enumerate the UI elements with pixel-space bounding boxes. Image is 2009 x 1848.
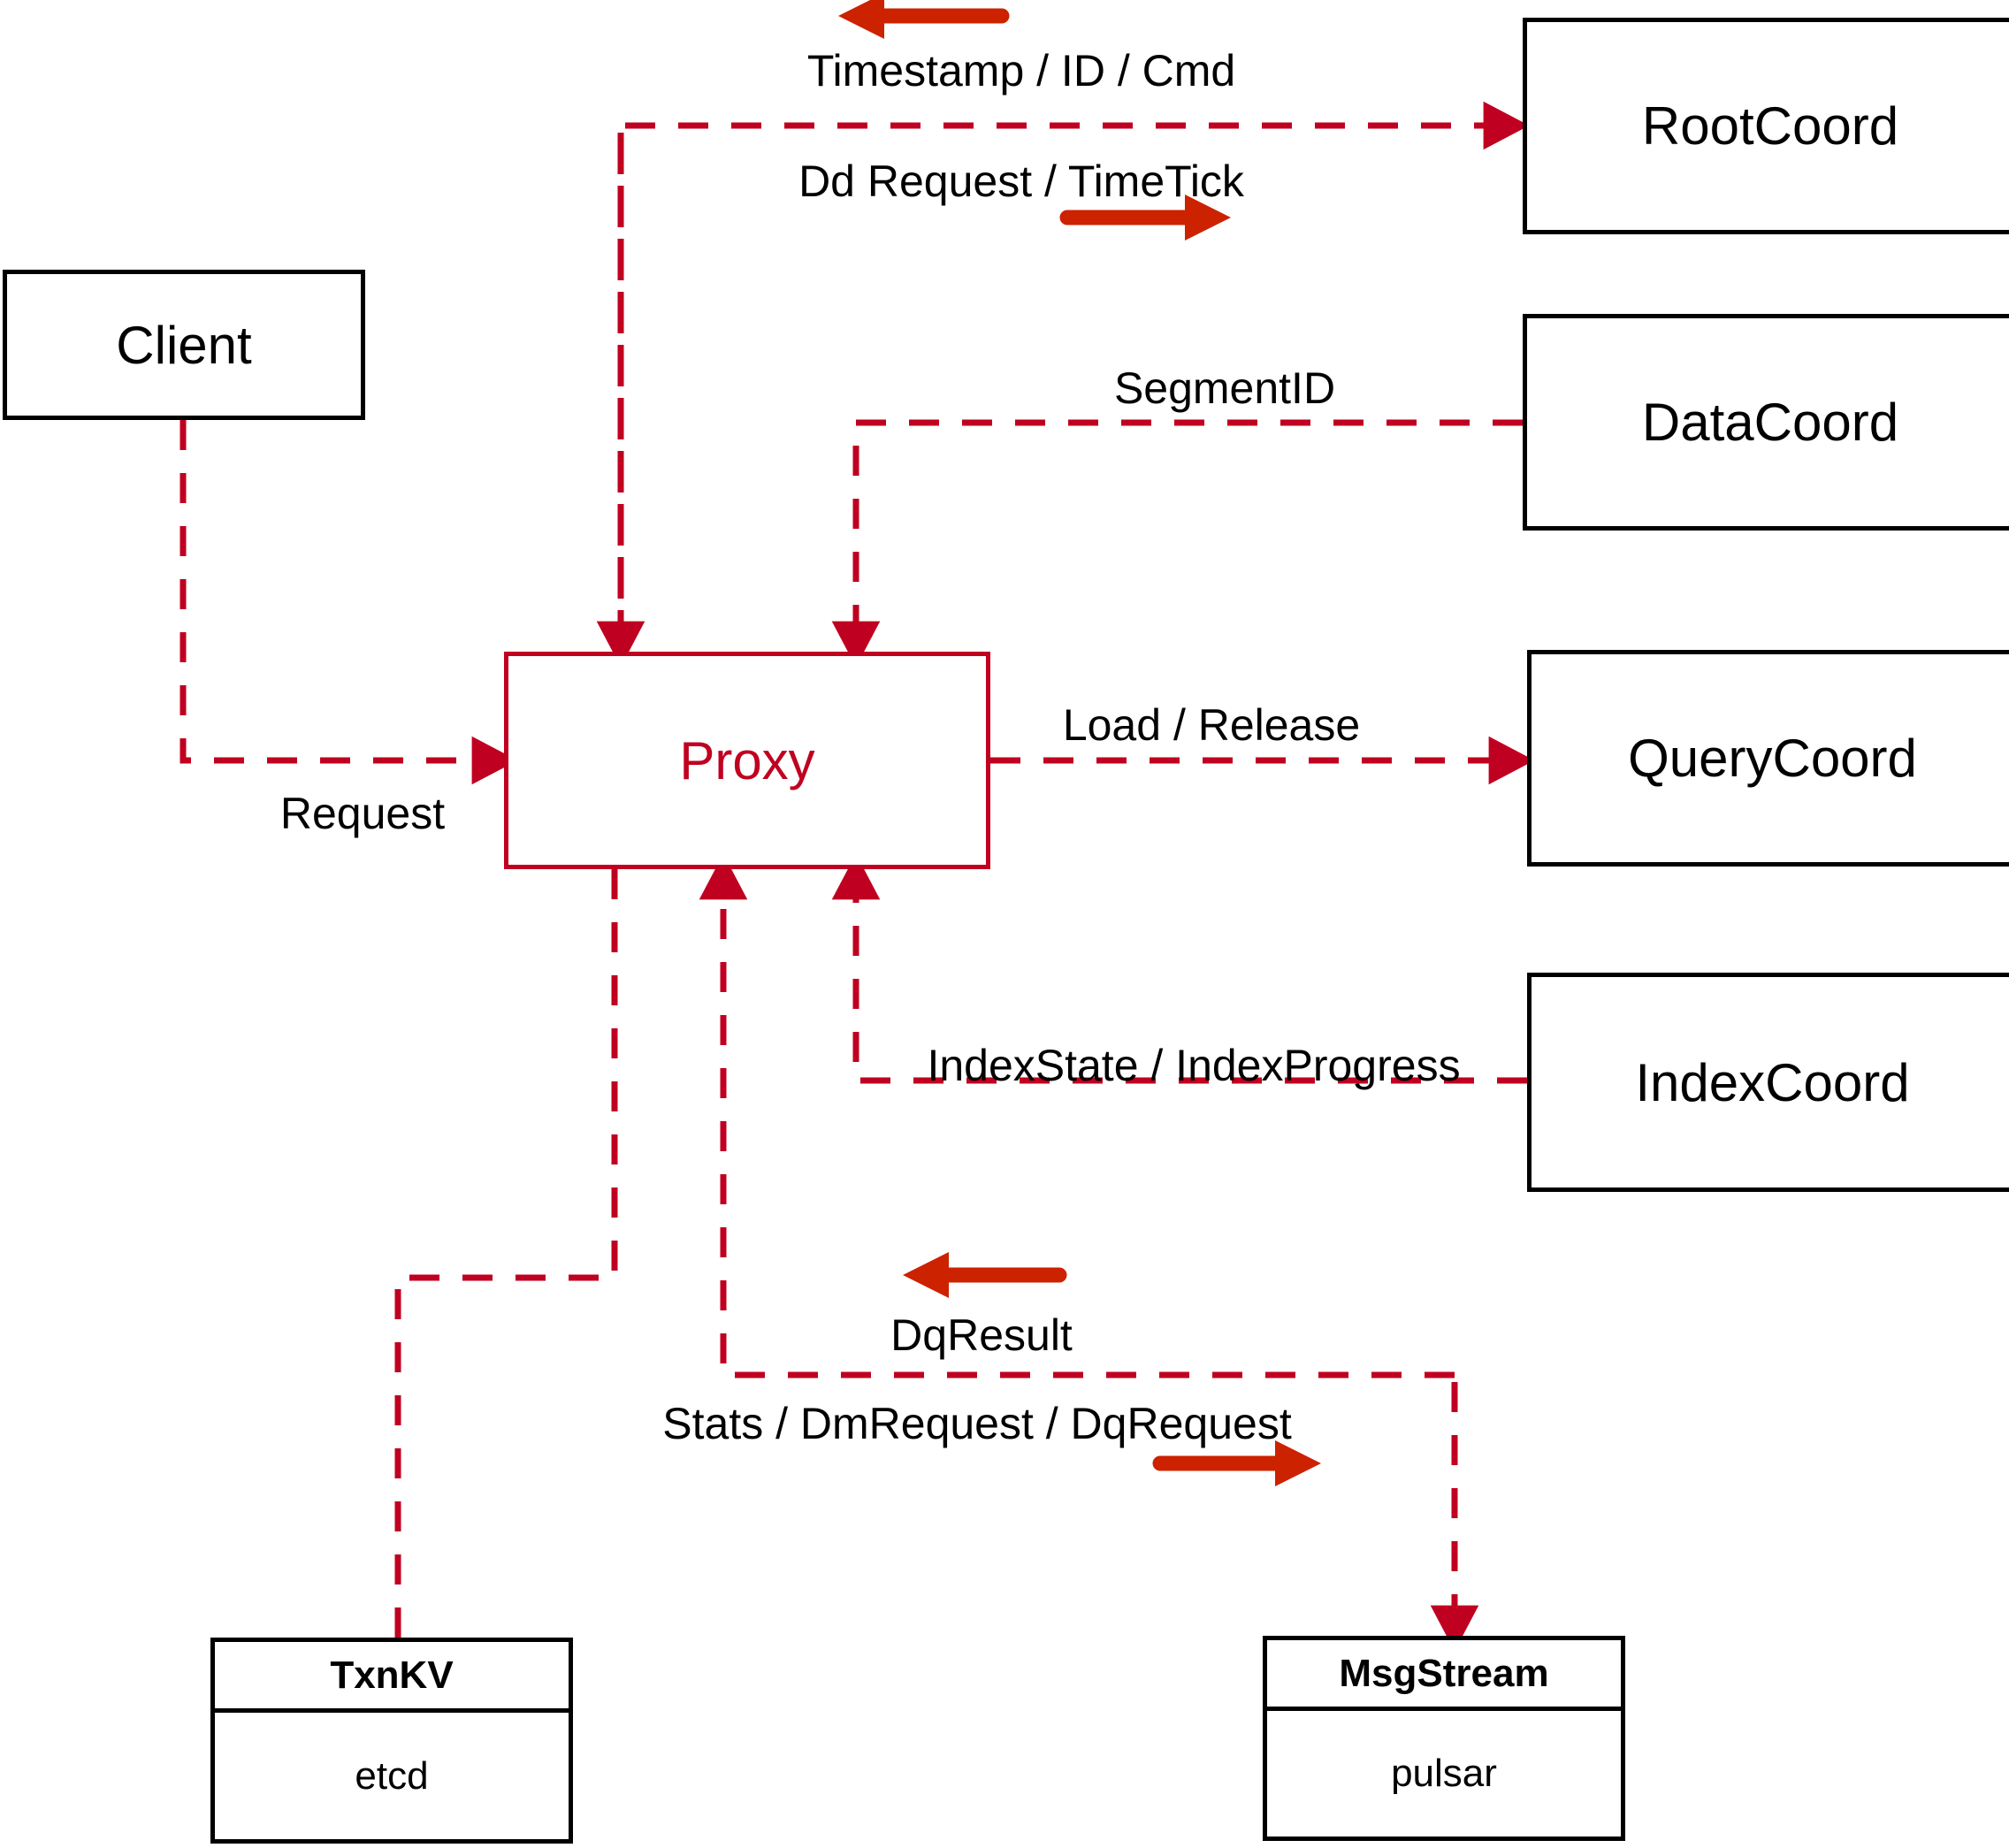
node-querycoord-label: QueryCoord <box>1628 729 1917 788</box>
edge-client-to-proxy <box>180 420 518 785</box>
node-msgstream-body: pulsar <box>1267 1711 1621 1837</box>
node-msgstream-title: MsgStream <box>1339 1651 1549 1695</box>
node-proxy[interactable]: Proxy <box>504 652 990 869</box>
node-txnkv-impl: etcd <box>355 1753 429 1798</box>
node-txnkv-title: TxnKV <box>330 1653 454 1697</box>
node-msgstream[interactable]: MsgStream pulsar <box>1263 1636 1625 1841</box>
node-txnkv[interactable]: TxnKV etcd <box>210 1638 573 1844</box>
node-rootcoord[interactable]: RootCoord <box>1523 18 2009 234</box>
node-client-label: Client <box>116 315 252 375</box>
node-msgstream-header: MsgStream <box>1267 1640 1621 1711</box>
node-txnkv-header: TxnKV <box>215 1642 569 1713</box>
edge-label-segment-id: SegmentID <box>1113 363 1336 413</box>
node-msgstream-impl: pulsar <box>1391 1752 1497 1795</box>
edge-label-timestamp-id-cmd: Timestamp / ID / Cmd <box>806 46 1236 95</box>
edge-label-request: Request <box>279 789 446 838</box>
direction-arrow-ddrequest-right <box>1059 195 1231 241</box>
node-datacoord[interactable]: DataCoord <box>1523 314 2009 531</box>
node-client[interactable]: Client <box>3 270 365 420</box>
edge-datacoord-to-proxy <box>831 419 1523 668</box>
direction-arrow-dqresult-left <box>903 1252 1067 1298</box>
edge-label-load-release: Load / Release <box>1062 700 1361 750</box>
edge-proxy-to-txnkv <box>394 869 618 1638</box>
edge-label-stats-dm-dq: Stats / DmRequest / DqRequest <box>662 1399 1292 1448</box>
direction-arrow-stats-right <box>1152 1440 1321 1486</box>
node-rootcoord-label: RootCoord <box>1641 96 1899 156</box>
edge-indexcoord-to-proxy <box>831 853 1527 1084</box>
edge-msgstream-to-proxy <box>699 853 1455 1378</box>
node-indexcoord[interactable]: IndexCoord <box>1527 973 2009 1192</box>
direction-arrow-timestamp-left <box>838 0 1010 39</box>
edge-label-dd-request-timetick: Dd Request / TimeTick <box>798 157 1244 206</box>
node-txnkv-body: etcd <box>215 1713 569 1839</box>
node-querycoord[interactable]: QueryCoord <box>1527 650 2009 867</box>
edge-label-index-state-progress: IndexState / IndexProgress <box>927 1041 1461 1090</box>
edge-label-dq-result: DqResult <box>890 1310 1073 1360</box>
node-indexcoord-label: IndexCoord <box>1635 1052 1910 1112</box>
node-datacoord-label: DataCoord <box>1641 393 1899 452</box>
node-proxy-label: Proxy <box>679 730 815 790</box>
